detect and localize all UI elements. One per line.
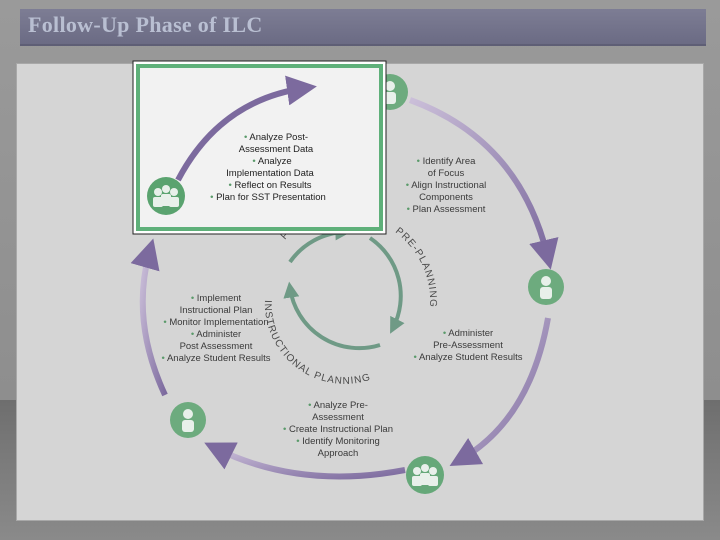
step-line: Assessment <box>312 412 364 423</box>
step-implementation: • Implement Instructional Plan • Monitor… <box>162 293 271 364</box>
step-line: • Analyze Post- <box>244 132 308 143</box>
step-line: Assessment Data <box>239 144 314 155</box>
inner-cycle <box>283 224 405 351</box>
step-line: of Focus <box>428 168 465 179</box>
person-icon <box>170 402 206 438</box>
group-icon <box>406 456 444 494</box>
step-line: • Analyze Student Results <box>414 352 523 363</box>
arrow-to-preplanning-2 <box>408 97 559 270</box>
step-line: Post Assessment <box>180 341 253 352</box>
follow-up-arrow <box>175 75 317 182</box>
person-icon <box>528 269 564 305</box>
step-instructional-planning: • Analyze Pre- Assessment • Create Instr… <box>283 400 393 459</box>
page-title: Follow-Up Phase of ILC <box>28 12 263 37</box>
arrow-to-implementation <box>204 442 406 480</box>
step-line: • Create Instructional Plan <box>283 424 393 435</box>
step-line: • Analyze Student Results <box>162 353 271 364</box>
step-pre-planning-2: • Administer Pre-Assessment • Analyze St… <box>414 328 523 363</box>
step-pre-planning-1: • Identify Area of Focus • Align Instruc… <box>406 156 486 215</box>
follow-up-highlight-box: • Analyze Post- Assessment Data • Analyz… <box>132 60 387 235</box>
step-line: • Monitor Implementation <box>163 317 268 328</box>
inner-arrow-1 <box>288 224 352 264</box>
step-line: • Administer <box>443 328 493 339</box>
inner-arrow-3 <box>283 281 381 351</box>
step-line: • Administer <box>191 329 241 340</box>
step-line: Pre-Assessment <box>433 340 503 351</box>
step-line: • Identify Area <box>417 156 476 167</box>
arrow-to-instructional <box>449 317 551 466</box>
step-line: Approach <box>318 448 359 459</box>
step-line: • Reflect on Results <box>228 180 311 191</box>
step-line: • Analyze Pre- <box>308 400 368 411</box>
title-bar: Follow-Up Phase of ILC <box>20 9 706 46</box>
step-line: Implementation Data <box>226 168 314 179</box>
step-line: • Identify Monitoring <box>296 436 380 447</box>
inner-arrow-2 <box>368 236 405 334</box>
step-line: Components <box>419 192 473 203</box>
group-icon <box>147 177 185 215</box>
phase-label-instructional-planning: INSTRUCTIONAL PLANNING <box>262 300 373 387</box>
step-line: • Align Instructional <box>406 180 486 191</box>
step-line: • Plan for SST Presentation <box>210 192 326 203</box>
outer-arrows <box>130 97 559 480</box>
step-line: Instructional Plan <box>180 305 253 316</box>
step-line: • Implement <box>191 293 242 304</box>
arrow-to-followup <box>130 238 168 397</box>
step-line: • Analyze <box>252 156 291 167</box>
step-line: • Plan Assessment <box>407 204 486 215</box>
